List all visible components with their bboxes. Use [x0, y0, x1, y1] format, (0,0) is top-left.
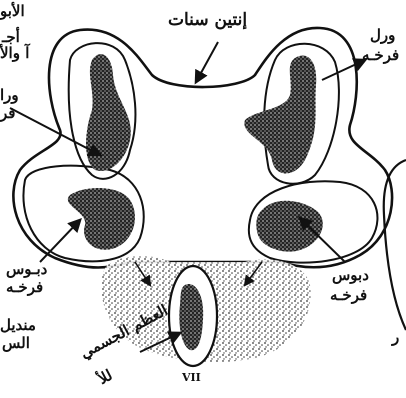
lower-right-tissue — [256, 201, 322, 252]
label-right-lower-2: فرخـه — [330, 288, 367, 304]
label-left-upper-2: فر — [0, 106, 15, 122]
right-edge-outline — [384, 160, 406, 330]
label-roman-numeral: VII — [182, 372, 201, 384]
label-left-lower: دبـوس — [6, 262, 47, 278]
label-right-upper-2: فرخـه — [362, 48, 399, 64]
label-right-lower: دبوس — [332, 268, 369, 284]
upper-left-tissue — [86, 54, 131, 171]
arrow-right-upper — [322, 60, 365, 80]
label-top-left-cut-3: آ والأ — [0, 46, 29, 62]
sternal-bone-tissue — [179, 284, 203, 350]
label-left-lower-2: فرخـه — [6, 280, 43, 296]
label-left-bottom-2: الس — [2, 336, 30, 352]
arrow-intersegmental — [196, 42, 218, 82]
label-right-upper: ورل — [370, 28, 395, 44]
lower-left-tissue — [68, 188, 135, 250]
label-intersegmental: إنتين سنات — [168, 12, 247, 30]
label-top-left-cut: الأبو — [0, 4, 25, 20]
label-left-upper: ورا — [0, 88, 19, 104]
label-left-bottom: منديل — [0, 318, 36, 334]
label-right-edge: ر — [392, 330, 399, 346]
